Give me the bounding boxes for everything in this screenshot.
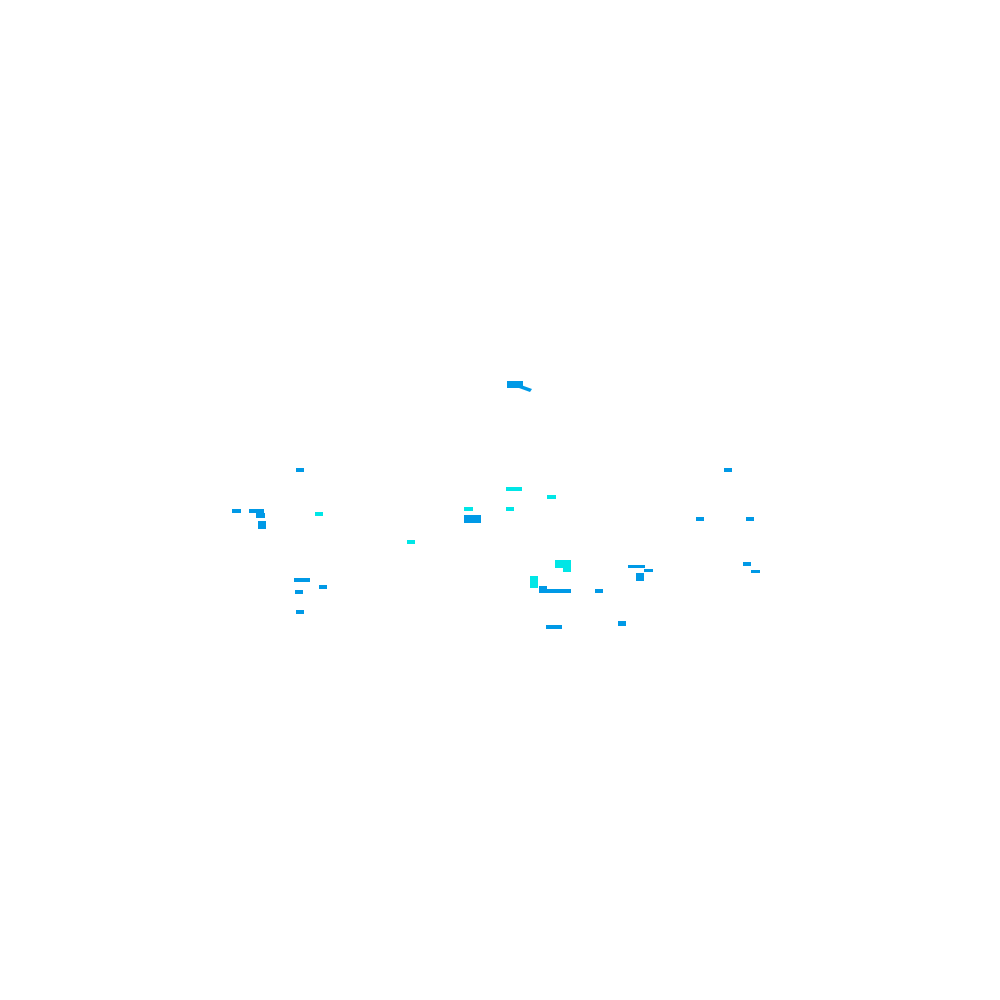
fragment-mark [506,487,522,491]
fragment-mark [249,509,264,513]
fragment-mark [464,515,481,523]
fragment-mark [743,562,751,566]
fragment-mark [696,517,704,521]
fragment-mark [296,468,304,472]
fragment-mark [644,569,653,572]
fragment-mark [464,507,473,511]
fragment-mark [519,385,532,392]
fragment-mark [547,495,556,499]
fragment-mark [256,513,265,518]
fragment-mark [506,507,514,511]
fragment-mark [296,610,304,614]
fragment-mark [407,540,415,544]
fragment-mark [563,566,571,572]
fragment-mark [294,578,310,582]
fragment-mark [618,621,626,626]
fragment-mark [724,468,732,472]
primary-fragments [232,381,760,629]
fragment-mark [319,585,327,589]
fragment-mark [539,589,571,593]
fragment-mark [232,509,241,513]
accent-fragments [315,487,571,588]
fragment-mark [315,512,323,516]
fragment-mark [258,521,266,529]
fragment-mark [295,590,303,594]
fragment-mark [751,570,760,573]
fragment-mark [746,517,754,521]
fragment-mark [507,381,523,388]
fragment-mark [530,576,538,588]
fragment-mark [595,589,603,593]
fragment-mark [628,565,645,568]
fragment-mark [555,560,571,568]
fragment-mark [546,625,562,629]
fragment-mark [636,573,644,581]
